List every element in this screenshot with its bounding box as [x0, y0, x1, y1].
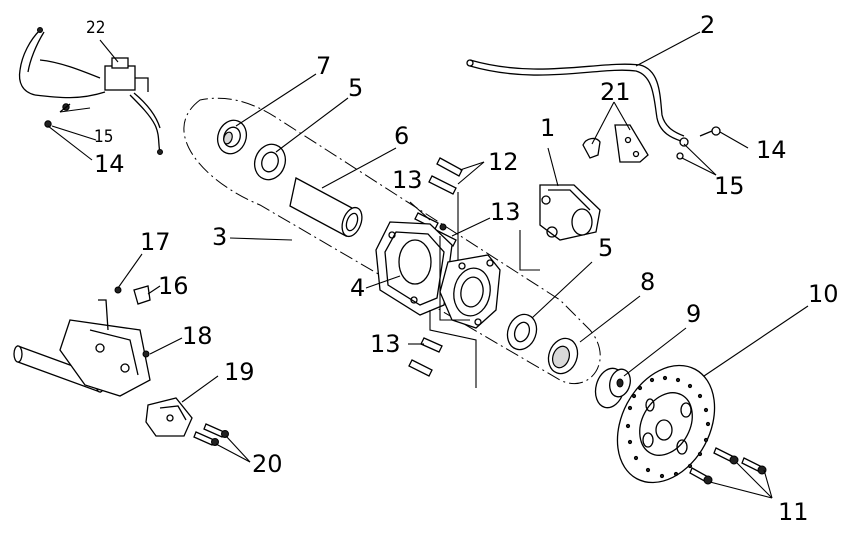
callout-22: 22 [86, 18, 105, 38]
bolt-group-lower [408, 337, 443, 377]
brake-disc [616, 364, 716, 484]
oil-seal-lower [547, 337, 579, 375]
callout-2: 2 [700, 11, 715, 39]
callout-5-upper: 5 [348, 74, 363, 102]
caliper-flange [439, 254, 501, 329]
callout-18: 18 [182, 322, 213, 350]
callout-labels: 22 15 14 2 21 14 15 7 5 6 1 12 13 13 3 4… [86, 11, 839, 526]
callout-5-lower: 5 [598, 234, 613, 262]
bearing-lower [506, 313, 538, 351]
callout-15-right: 15 [714, 172, 745, 200]
callout-10: 10 [808, 280, 839, 308]
callout-4: 4 [350, 274, 365, 302]
mounting-frame-left [13, 285, 151, 397]
washer-bolt-set-right [676, 126, 721, 160]
master-cylinder [539, 184, 601, 241]
oil-seal-large [216, 119, 248, 155]
callout-12: 12 [488, 148, 519, 176]
callout-14-left: 14 [94, 150, 125, 178]
callout-20: 20 [252, 450, 283, 478]
callout-3: 3 [212, 223, 227, 251]
wiring-harness-relay [18, 27, 163, 155]
callout-11: 11 [778, 498, 809, 526]
assembly-envelope [183, 97, 601, 385]
callout-21: 21 [600, 78, 631, 106]
brake-line [466, 59, 685, 142]
callout-17: 17 [140, 228, 171, 256]
callout-16: 16 [158, 272, 189, 300]
leader-lines [47, 31, 809, 499]
callout-8: 8 [640, 268, 655, 296]
callout-14-right: 14 [756, 136, 787, 164]
caliper-housing [375, 221, 453, 316]
callout-9: 9 [686, 300, 701, 328]
bearing-upper [253, 143, 287, 181]
callout-13-middle: 13 [490, 198, 521, 226]
callout-13-upper: 13 [392, 166, 423, 194]
callout-13-lower: 13 [370, 330, 401, 358]
callout-1: 1 [540, 114, 555, 142]
callout-15-left: 15 [94, 127, 113, 147]
disc-hub [594, 367, 631, 409]
spacer-sleeve [289, 177, 363, 238]
callout-19: 19 [224, 358, 255, 386]
caliper-bracket-small [145, 397, 193, 437]
callout-7: 7 [316, 52, 331, 80]
disc-vent-holes [625, 375, 711, 479]
callout-6: 6 [394, 122, 409, 150]
bracket-bolts [193, 423, 229, 446]
